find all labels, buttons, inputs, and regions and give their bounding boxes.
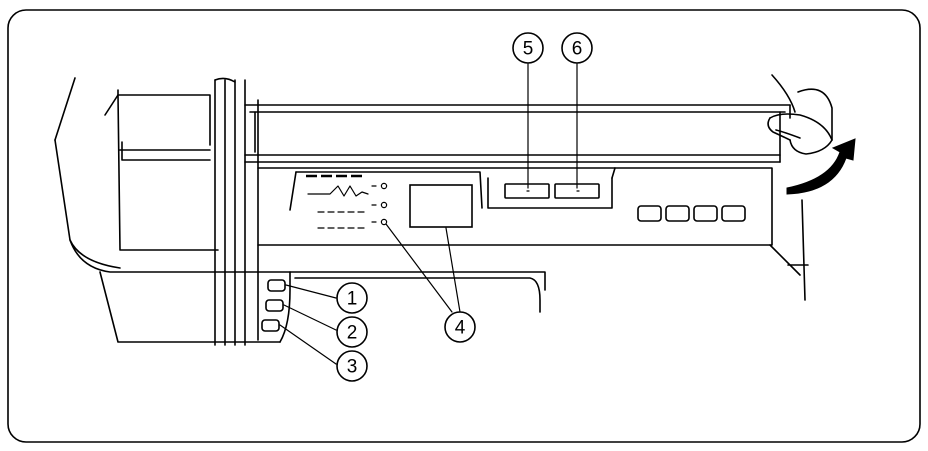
callout-3-label: 3 [347, 357, 358, 378]
callout-6-label: 6 [572, 39, 583, 60]
callout-4: 4 [444, 311, 476, 343]
callout-4-label: 4 [455, 318, 466, 339]
machine-body [54, 77, 546, 343]
callout-3: 3 [336, 350, 368, 382]
indicator-led-3 [380, 218, 388, 226]
callout-1-label: 1 [347, 289, 358, 310]
callout-2: 2 [336, 316, 368, 348]
center-buttons-panel [487, 167, 616, 209]
panel-divider [214, 77, 246, 346]
right-button-3[interactable] [693, 205, 718, 222]
open-arrow-icon [786, 138, 856, 195]
right-button-4[interactable] [721, 205, 746, 222]
diagram-frame [7, 9, 921, 443]
right-button-2[interactable] [665, 205, 690, 222]
side-buttons [261, 279, 286, 332]
indicator-led-2 [380, 201, 388, 209]
right-button-1[interactable] [637, 205, 662, 222]
callout-5-label: 5 [523, 39, 534, 60]
stitch-selector-panel [289, 171, 483, 229]
side-button-1[interactable] [267, 279, 286, 292]
front-cover [244, 104, 791, 163]
lcd-display [409, 184, 473, 228]
callout-6: 6 [561, 32, 593, 64]
side-button-2[interactable] [265, 299, 284, 312]
right-buttons-row [637, 205, 746, 222]
side-button-3[interactable] [261, 319, 280, 332]
callout-2-label: 2 [347, 323, 358, 344]
callout-5: 5 [512, 32, 544, 64]
hand-opening-cover [767, 74, 833, 301]
callout-1: 1 [336, 282, 368, 314]
indicator-led-1 [380, 182, 388, 190]
leader-lines [279, 63, 578, 365]
